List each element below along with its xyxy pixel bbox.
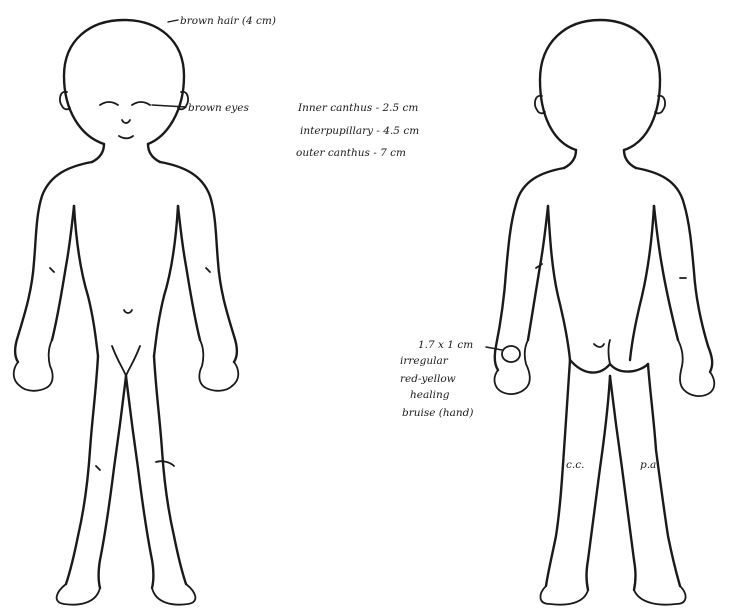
front-neck-right (148, 144, 160, 162)
bruise-shape-note: irregular (400, 355, 449, 367)
front-groin (112, 346, 140, 376)
hair-leader (168, 20, 178, 22)
back-arm-inner-right (654, 206, 678, 340)
front-eye-right (132, 102, 150, 105)
back-foot-right (634, 586, 686, 605)
interpupillary-note: interpupillary - 4.5 cm (300, 125, 419, 137)
back-torso-right (630, 206, 654, 360)
front-mark-knee-left (96, 466, 100, 470)
front-head (64, 20, 184, 144)
front-arm-inner-right (178, 206, 200, 340)
outer-canthus-note: outer canthus - 7 cm (296, 147, 406, 159)
back-figure (495, 20, 715, 605)
front-neck (92, 144, 104, 162)
bruise-type-note: bruise (hand) (402, 407, 474, 419)
front-mark-knee-right (156, 461, 174, 466)
bruise-marker (502, 346, 520, 362)
bruise-size-note: 1.7 x 1 cm (418, 339, 473, 351)
back-foot-left (540, 586, 588, 605)
bruise-leader (486, 347, 502, 350)
annotations: brown hair (4 cm) brown eyes Inner canth… (152, 15, 660, 471)
front-navel (124, 310, 132, 313)
front-mark-arm-right (206, 268, 210, 272)
front-leg-inner-right (126, 376, 154, 588)
inner-canthus-note: Inner canthus - 2.5 cm (297, 102, 418, 114)
front-arm-inner-left (52, 206, 74, 340)
bruise-state-note: healing (410, 389, 450, 401)
front-leg-left (66, 356, 98, 584)
bruise-color-note: red-yellow (400, 373, 456, 385)
back-leg-inner-left (587, 376, 611, 590)
front-torso-left (74, 206, 98, 356)
back-neck-right (624, 150, 636, 168)
front-eye-left (100, 102, 118, 105)
front-nose (122, 120, 130, 123)
front-foot-left (57, 584, 100, 605)
back-leg-inner-right (610, 376, 636, 590)
front-torso-right (154, 206, 178, 356)
back-dimple-left (594, 344, 604, 347)
front-foot-right (152, 584, 195, 605)
front-leg-right (154, 356, 186, 584)
back-neck-left (564, 150, 576, 168)
eyes-note: brown eyes (188, 102, 250, 114)
front-leg-inner-left (99, 376, 127, 588)
front-mark-arm-left (50, 268, 54, 272)
leg-mark-left-note: c.c. (566, 459, 584, 471)
leg-mark-right-note: p.a. (640, 459, 660, 471)
front-hand-left (14, 340, 53, 391)
front-mouth (119, 136, 133, 138)
back-hand-left (495, 340, 530, 394)
hair-note: brown hair (4 cm) (180, 15, 276, 27)
back-leg-right (648, 364, 680, 586)
front-hand-right (199, 340, 238, 391)
back-head (540, 20, 660, 150)
back-buttocks-cleft (609, 340, 611, 364)
back-leg-left (546, 360, 570, 586)
back-arm-inner-left (528, 206, 548, 340)
back-torso-left (548, 206, 570, 360)
